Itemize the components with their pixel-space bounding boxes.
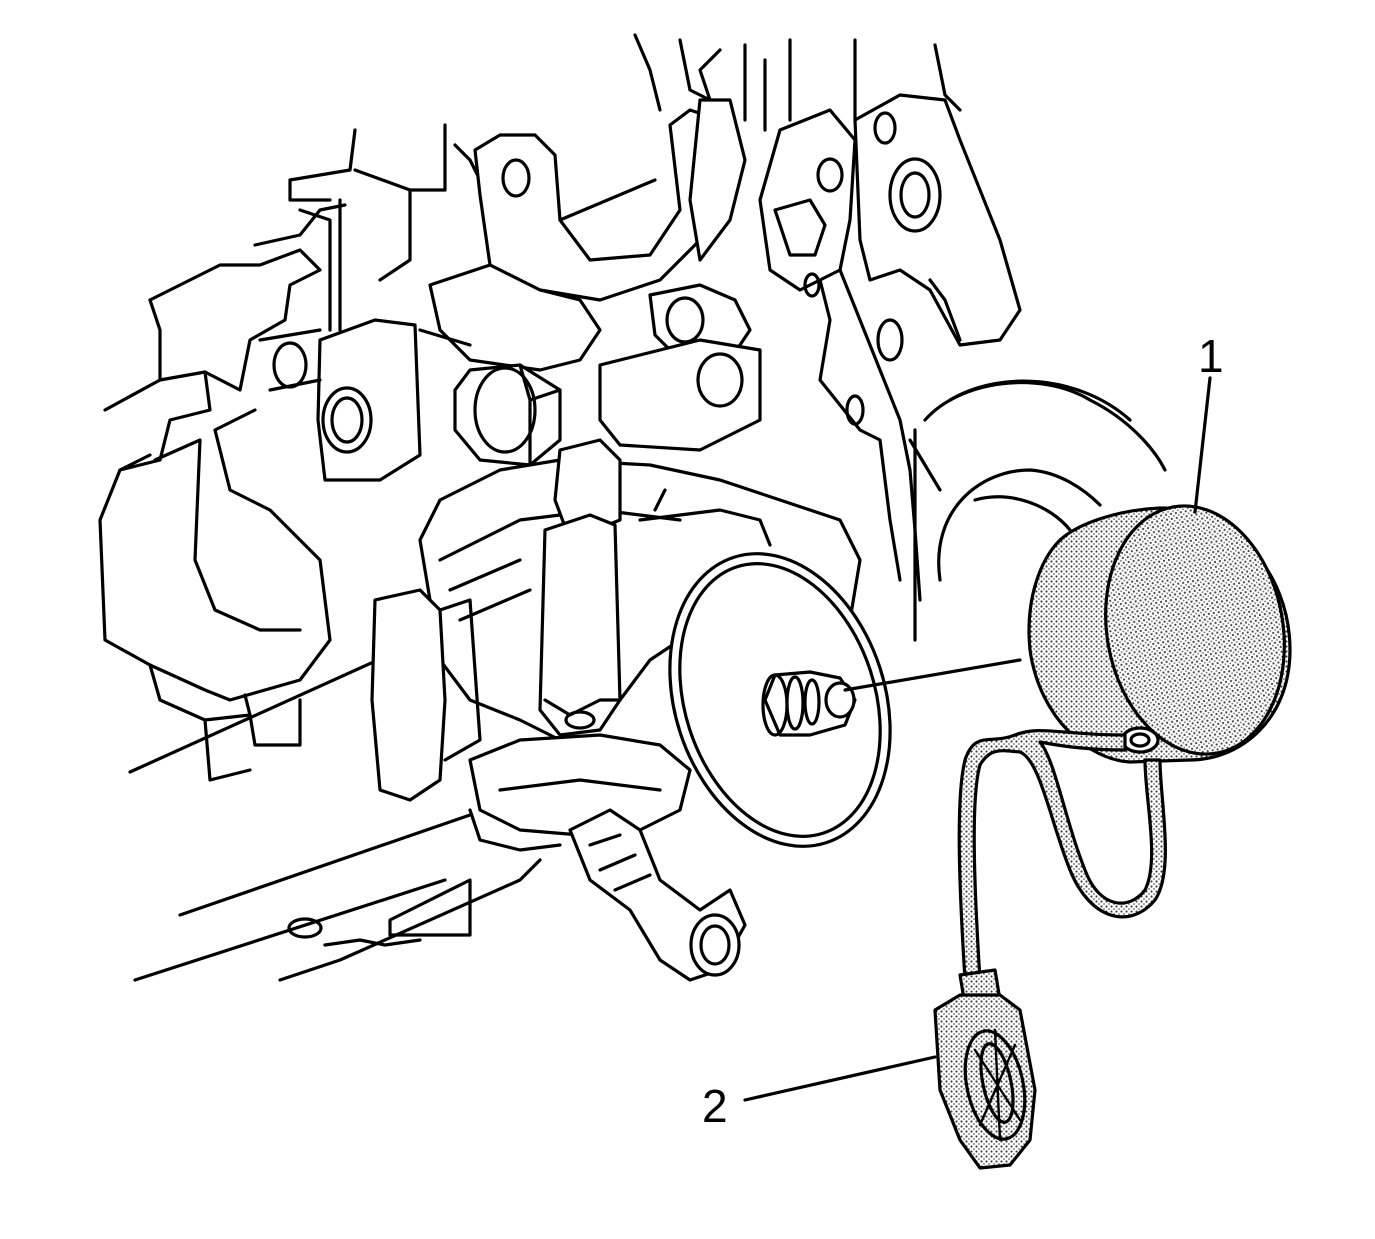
callout-label-1: 1 [1198,330,1224,382]
engine-block [98,33,1167,982]
protective-cap [1027,504,1292,764]
pressure-plug [933,968,1037,1170]
pump-pulley [668,552,892,848]
callout-label-2: 2 [702,1080,728,1132]
leader-line-2 [743,1055,937,1102]
leader-line-shaft [843,658,1022,692]
leader-lines [743,376,1212,1102]
leader-line-1 [1193,376,1212,514]
tether-cord [957,728,1167,982]
